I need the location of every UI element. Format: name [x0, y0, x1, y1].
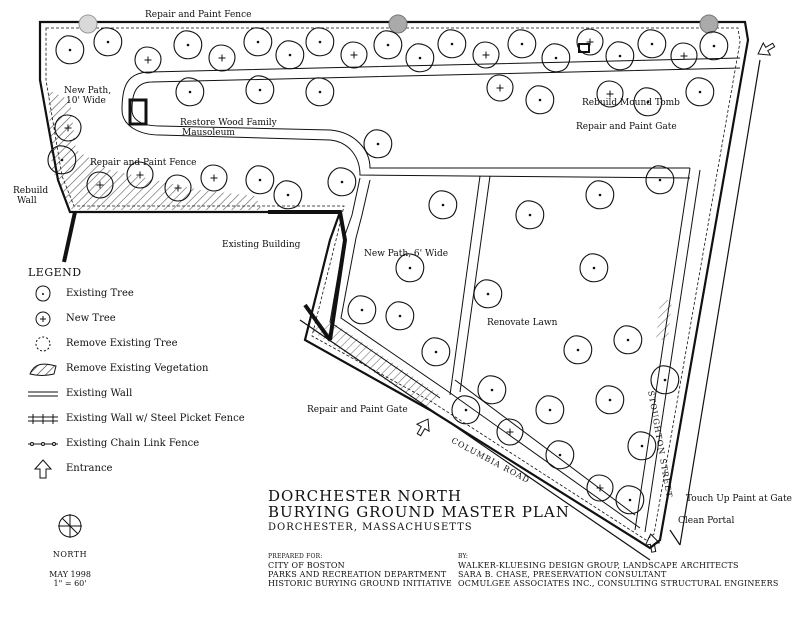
post-marker — [699, 14, 719, 34]
legend-item: Existing Tree — [28, 283, 268, 308]
credits-by: BY: WALKER-KLUESING DESIGN GROUP, LANDSC… — [458, 552, 779, 588]
entrance-arrow-icon — [415, 418, 430, 437]
legend-item: Entrance — [28, 458, 268, 483]
wall-picket-fence-symbol-icon — [28, 414, 58, 424]
entrance-arrow-icon — [644, 533, 661, 553]
label-repair-gate-right: Repair and Paint Gate — [576, 122, 677, 132]
title-block: DORCHESTER NORTH BURYING GROUND MASTER P… — [268, 488, 570, 533]
legend-item: Existing Chain Link Fence — [28, 433, 268, 458]
client-line: CITY OF BOSTON — [268, 561, 345, 570]
legend-item: Existing Wall w/ Steel Picket Fence — [28, 408, 268, 433]
by-label: BY: — [458, 553, 469, 560]
plan-date: MAY 1998 — [49, 570, 91, 579]
label-repair-gate-bottom: Repair and Paint Gate — [307, 405, 408, 415]
client-line: HISTORIC BURYING GROUND INITIATIVE — [268, 579, 452, 588]
remove-vegetation-symbol-icon — [29, 363, 57, 376]
plan-location: DORCHESTER, MASSACHUSETTS — [268, 522, 473, 533]
date-scale: MAY 1998 1" = 60' — [30, 570, 110, 588]
label-restore-mausoleum-b: Mausoleum — [182, 128, 235, 138]
label-renovate-lawn: Renovate Lawn — [487, 318, 558, 328]
north-arrow: NORTH — [50, 512, 90, 559]
existing-wall-symbol-icon — [28, 391, 58, 397]
new-tree-symbol-icon — [35, 311, 51, 327]
consultant-line: WALKER-KLUESING DESIGN GROUP, LANDSCAPE … — [458, 561, 739, 570]
label-restore-mausoleum: Restore Wood Family — [180, 118, 277, 128]
entrance-arrow-icon — [757, 41, 776, 56]
chain-link-fence-symbol-icon — [28, 442, 58, 446]
legend-label: New Tree — [66, 313, 116, 324]
plan-title-line2: BURYING GROUND MASTER PLAN — [268, 503, 570, 521]
remove-tree-symbol-icon — [35, 336, 51, 352]
label-new-path-10b: 10' Wide — [66, 96, 106, 106]
remove-vegetation-strip — [310, 320, 440, 410]
label-existing-building: Existing Building — [222, 240, 301, 250]
legend-item: Remove Existing Vegetation — [28, 358, 268, 383]
consultant-line: SARA B. CHASE, PRESERVATION CONSULTANT — [458, 570, 667, 579]
remove-vegetation-area — [48, 90, 262, 210]
remove-vegetation-east — [656, 300, 672, 340]
prepared-for-label: PREPARED FOR: — [268, 553, 323, 560]
legend-item: New Tree — [28, 308, 268, 333]
label-repair-fence-left: Repair and Paint Fence — [90, 158, 197, 168]
legend-label: Existing Tree — [66, 288, 134, 299]
client-line: PARKS AND RECREATION DEPARTMENT — [268, 570, 447, 579]
label-touch-up-gate: Touch Up Paint at Gate — [686, 494, 792, 504]
post-marker — [78, 14, 98, 34]
north-label: NORTH — [52, 550, 88, 559]
street-edges — [299, 59, 761, 561]
entrance-arrow-symbol-icon — [33, 459, 53, 479]
existing-tree-symbol — [55, 35, 85, 65]
wood-family-mausoleum — [128, 98, 148, 126]
legend-item: Existing Wall — [28, 383, 268, 408]
label-repair-fence-top: Repair and Paint Fence — [145, 10, 252, 20]
north-arrow-icon — [58, 514, 82, 538]
legend-label: Existing Chain Link Fence — [66, 438, 200, 449]
legend-item: Remove Existing Tree — [28, 333, 268, 358]
plan-title-line1: DORCHESTER NORTH — [268, 487, 462, 505]
existing-tree-symbol-icon — [35, 285, 51, 302]
legend: LEGEND Existing Tree New Tree Remove Exi… — [28, 266, 268, 483]
label-clean-portal: Clean Portal — [678, 516, 735, 526]
legend-label: Existing Wall w/ Steel Picket Fence — [66, 413, 245, 424]
label-new-path-10: New Path, — [64, 86, 112, 96]
plan-scale: 1" = 60' — [53, 579, 87, 588]
legend-label: Remove Existing Vegetation — [66, 363, 209, 374]
credits-prepared-for: PREPARED FOR: CITY OF BOSTON PARKS AND R… — [268, 552, 452, 588]
consultant-line: OCMULGEE ASSOCIATES INC., CONSULTING STR… — [458, 579, 779, 588]
existing-wall-lines — [62, 210, 348, 342]
post-marker — [388, 14, 408, 34]
label-rebuild-mound-tomb: Rebuild Mound Tomb — [582, 98, 680, 108]
label-rebuild-wall: Rebuild — [13, 186, 49, 196]
new-path-6ft — [329, 167, 701, 533]
legend-label: Remove Existing Tree — [66, 338, 178, 349]
label-new-path-6: New Path, 6' Wide — [364, 249, 449, 259]
legend-label: Entrance — [66, 463, 113, 474]
legend-title: LEGEND — [28, 266, 82, 279]
label-rebuild-wall-b: Wall — [17, 196, 37, 206]
legend-label: Existing Wall — [66, 388, 133, 399]
